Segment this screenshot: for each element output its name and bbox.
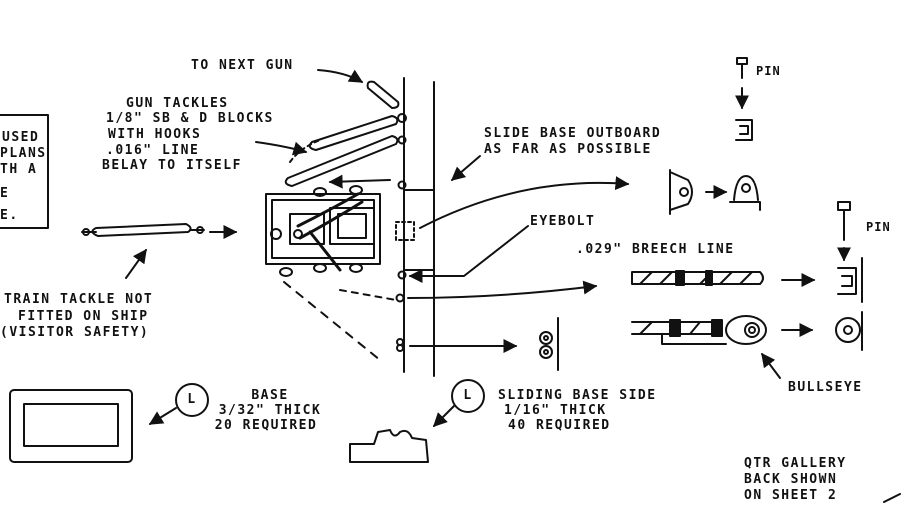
slide-base-line2: AS FAR AS POSSIBLE: [484, 142, 652, 157]
next-gun-tackle: [366, 80, 400, 109]
gun-tackles-line3: WITH HOOKS: [108, 127, 202, 142]
circle-l-2-letter: L: [463, 388, 473, 403]
qtr-gallery-line2: BACK SHOWN: [744, 472, 838, 487]
label-breech-line: .029" BREECH LINE: [576, 242, 735, 257]
tackle-arrow: [255, 141, 308, 156]
note-box: [0, 114, 49, 229]
sliding-base-part: [349, 429, 429, 463]
gun-tackles-line2: 1/8" SB & D BLOCKS: [106, 111, 274, 126]
qtr-gallery-line3: ON SHEET 2: [744, 488, 838, 503]
slide-base-to-detail: [419, 176, 630, 229]
gun-carriage: [265, 185, 415, 277]
gun-tackle-upper: [308, 115, 399, 151]
label-eyebolt: EYEBOLT: [530, 214, 596, 229]
label-bullseye: BULLSEYE: [788, 380, 863, 395]
pin-top-detail: [735, 57, 753, 141]
gun-tackle-lower: [284, 135, 399, 187]
sliding-base-line3: 40 REQUIRED: [508, 418, 611, 433]
bullseye-side-view: [835, 311, 863, 351]
train-tackle: [91, 223, 192, 237]
train-tackle-line2: FITTED ON SHIP: [18, 309, 149, 324]
next-gun-arrow: [317, 69, 364, 83]
ring-detail: [539, 317, 559, 371]
circle-l-1: [175, 383, 209, 417]
pin-right-detail: [837, 201, 863, 303]
sliding-base-arrow: [433, 405, 455, 427]
breech-line-drawing: [631, 270, 764, 286]
sliding-base-line2: 1/16" THICK: [504, 403, 607, 418]
circle-l-2: [451, 379, 485, 413]
train-tackle-arrow: [125, 248, 147, 279]
eye-fitting-pair: [669, 169, 761, 215]
tackle-dashed: [289, 139, 321, 163]
label-pin-right: PIN: [866, 220, 891, 234]
sliding-base-line1: SLIDING BASE SIDE: [498, 388, 657, 403]
eyebolt-leader: [408, 225, 529, 283]
base-line1: BASE: [251, 388, 289, 403]
qtr-gallery-line1: QTR GALLERY: [744, 456, 847, 471]
label-to-next-gun: TO NEXT GUN: [191, 58, 294, 73]
breech-leader: [407, 280, 598, 299]
label-pin-top: PIN: [756, 64, 781, 78]
train-tackle-line1: TRAIN TACKLE NOT: [4, 292, 154, 307]
base-part: [9, 389, 133, 463]
slide-base-line1: SLIDE BASE OUTBOARD: [484, 126, 662, 141]
base-line3: 20 REQUIRED: [214, 418, 318, 433]
base-line2: 3/32" THICK: [218, 403, 322, 418]
bulwark-eyebolts: [395, 113, 407, 352]
left-note-line1: USED: [2, 130, 40, 145]
gun-tackles-line5: BELAY TO ITSELF: [102, 158, 242, 173]
left-note-line2: PLANS: [0, 146, 47, 161]
base-arrow: [148, 407, 177, 425]
left-note-line4: E: [0, 186, 10, 201]
left-note-line5: E.: [0, 208, 19, 223]
bullseye-arrow: [761, 352, 781, 379]
left-note-line3: TH A: [0, 162, 38, 177]
train-tackle-line3: (VISITOR SAFETY): [0, 325, 150, 340]
slide-base-arrow: [450, 155, 481, 181]
gun-tackles-line1: GUN TACKLES: [126, 96, 229, 111]
carriage-arrow: [328, 174, 391, 189]
gun-tackles-line4: .016" LINE: [106, 143, 200, 158]
bullseye-line-drawing: [631, 315, 767, 345]
circle-l-1-letter: L: [187, 392, 197, 407]
